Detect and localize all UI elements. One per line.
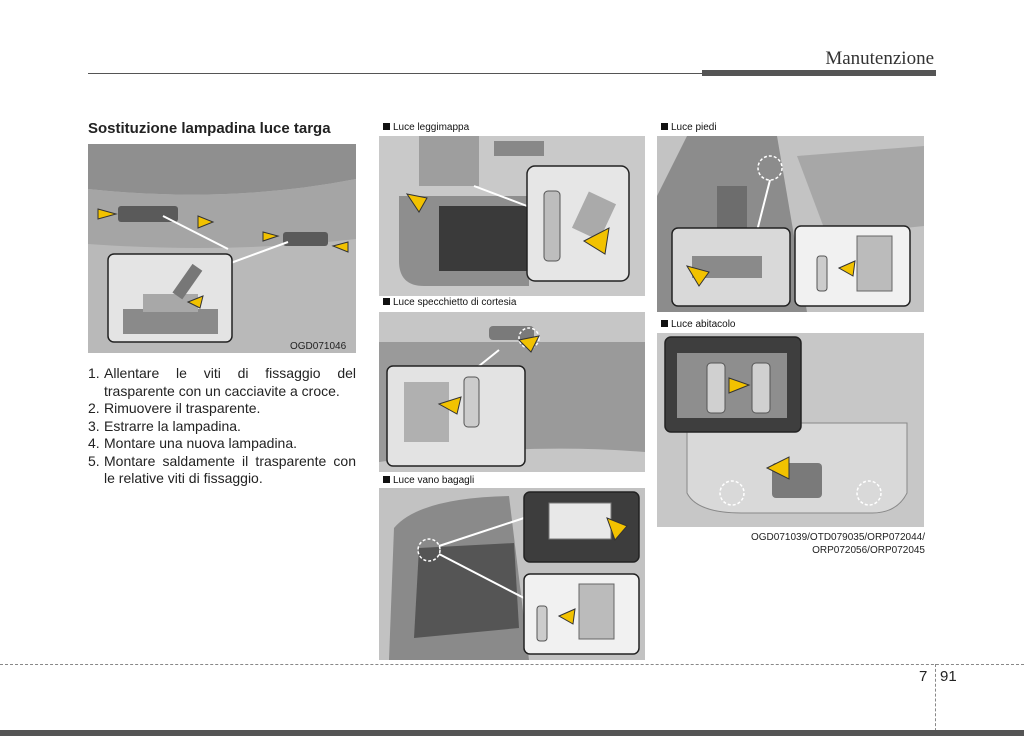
figure-cargo-light: [379, 488, 645, 660]
step-item: 4.Montare una nuova lampadina.: [88, 435, 298, 451]
figure-vanity-light: [379, 312, 645, 472]
figure-foot-light: [657, 136, 924, 312]
header-title: Manutenzione: [825, 48, 934, 69]
step-item: 1.Allentare le viti di fissaggio del tra…: [88, 365, 356, 399]
step-item: 5.Montare saldamente il trasparente con …: [88, 452, 356, 487]
header-rule: [88, 73, 702, 74]
figure-plate-code: OGD071046: [290, 341, 347, 352]
page-number: 91: [940, 668, 957, 685]
footer-bar: [0, 730, 1024, 736]
figure-cargo-label: Luce vano bagagli: [383, 475, 474, 486]
figure-vanity-label: Luce specchietto di cortesia: [383, 297, 516, 308]
footer-dash-line: [0, 664, 1024, 665]
step-item: 3.Estrarre la lampadina.: [88, 417, 241, 434]
figure-codes: OGD071039/OTD079035/ORP072044/ ORP072056…: [751, 532, 925, 556]
section-title: Sostituzione lampadina luce targa: [88, 120, 331, 137]
header-bar: [702, 70, 936, 76]
instruction-steps: 1.Allentare le viti di fissaggio del tra…: [88, 365, 356, 488]
footer-vertical-dash: [935, 664, 936, 736]
figure-plate-light: [88, 144, 356, 353]
figure-cabin-label: Luce abitacolo: [661, 319, 736, 330]
step-item: 2.Rimuovere il trasparente.: [88, 400, 261, 416]
figure-foot-label: Luce piedi: [661, 122, 717, 133]
page-chapter: 7: [919, 668, 928, 685]
figure-cabin-light: [657, 333, 924, 527]
figure-map-label: Luce leggimappa: [383, 122, 469, 133]
figure-map-light: [379, 136, 645, 296]
